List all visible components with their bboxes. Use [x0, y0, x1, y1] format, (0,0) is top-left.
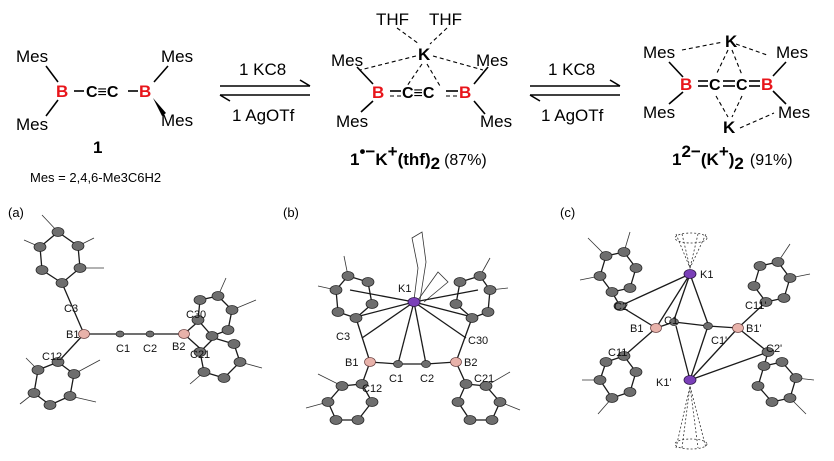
atom-label: K1: [700, 269, 713, 281]
atom-label: C2: [143, 343, 157, 355]
atom-label: C1': [711, 335, 727, 347]
mes-label: Mes: [16, 115, 48, 134]
potassium-atom: K: [725, 32, 738, 51]
equilibrium-arrow-2: 1 KC8 1 AgOTf: [529, 60, 621, 125]
mes-label: Mes: [336, 112, 368, 131]
atom-label: C21: [474, 373, 494, 385]
mes-definition: Mes = 2,4,6-Me3C6H2: [30, 170, 161, 185]
atom-label: B1': [746, 323, 762, 335]
thf-label: THF: [376, 10, 409, 29]
ellipsoids: [321, 271, 507, 425]
atom-label: C11: [608, 347, 627, 359]
equilibrium-arrow-1: 1 KC8 1 AgOTf: [219, 60, 311, 125]
atom-label: C2: [420, 373, 434, 385]
boron-atom: B: [56, 82, 68, 101]
atom-label: C30: [468, 335, 488, 347]
atom-label: C1: [116, 343, 130, 355]
potassium-atom: K: [418, 45, 431, 64]
radical-anion-complex: THF THF K Mes Mes B C≡C B Mes Mes 1•−K+(…: [331, 10, 512, 173]
ellipsoids: [27, 227, 247, 410]
atom-label: B2: [172, 341, 185, 353]
mes-label: Mes: [476, 51, 508, 70]
boron-atom: B: [680, 75, 692, 94]
atom-label: C21: [190, 349, 210, 361]
atom-label: C1: [664, 315, 678, 327]
boron-atom: B: [459, 83, 471, 102]
panel-label: (c): [560, 205, 575, 220]
reverse-reagent: 1 AgOTf: [232, 106, 295, 125]
atom-label: C12: [362, 383, 382, 395]
mes-label: Mes: [331, 51, 363, 70]
panel-label: (b): [283, 205, 299, 220]
atom-label: K1: [398, 283, 411, 295]
mes-label: Mes: [161, 111, 193, 130]
panel-label: (a): [8, 205, 24, 220]
atom-label: C30: [186, 309, 206, 321]
atom-label: C1: [389, 373, 403, 385]
alkyne-label: C≡C: [86, 84, 119, 101]
radical-anion-caption: 1•−K+(thf)2(87%): [350, 142, 487, 173]
crystal-structure-c: (c): [560, 205, 815, 450]
forward-reagent: 1 KC8: [548, 60, 595, 79]
boron-atom: B: [761, 75, 773, 94]
potassium-atom: K: [723, 118, 736, 137]
forward-reagent: 1 KC8: [239, 60, 286, 79]
atom-label: C2: [614, 301, 628, 313]
thf-label: THF: [429, 10, 462, 29]
atom-label: B1: [630, 323, 643, 335]
boron-atom: B: [372, 83, 384, 102]
mes-label: Mes: [480, 112, 512, 131]
dianion-complex: Mes Mes Mes Mes K K B C C B 12−(K+)2(91%…: [643, 32, 810, 173]
thf-disorder: [674, 232, 708, 450]
mes-label: Mes: [161, 47, 193, 66]
mes-label: Mes: [776, 43, 808, 62]
ellipsoids: [593, 247, 803, 407]
atom-label: C11': [745, 300, 766, 312]
atom-label: C3: [64, 303, 78, 315]
atom-label: C12: [42, 351, 62, 363]
crystal-structure-a: (a): [8, 205, 263, 410]
compound-number: 1: [93, 138, 102, 157]
mes-label: Mes: [643, 103, 675, 122]
alkyne-label: C≡C: [402, 85, 435, 102]
reverse-reagent: 1 AgOTf: [541, 106, 604, 125]
carbon-atom: C: [736, 77, 748, 94]
atom-label: K1': [656, 377, 672, 389]
dianion-caption: 12−(K+)2(91%): [672, 142, 793, 173]
crystal-structure-b: (b): [283, 205, 521, 425]
atom-label: B1: [66, 329, 79, 341]
carbon-atom: C: [709, 77, 721, 94]
atom-label: C2': [766, 343, 782, 355]
mes-label: Mes: [643, 43, 675, 62]
mes-label: Mes: [16, 47, 48, 66]
atom-label: C3: [336, 331, 350, 343]
thf-disorder: [411, 231, 449, 303]
atom-label: B1: [345, 357, 358, 369]
compound-1: Mes Mes B C≡C B Mes Mes 1 Mes = 2,4,6-Me…: [16, 47, 193, 185]
atom-label: B2: [464, 357, 477, 369]
mes-label: Mes: [778, 103, 810, 122]
boron-atom: B: [139, 82, 151, 101]
contact-lines: [349, 289, 479, 365]
